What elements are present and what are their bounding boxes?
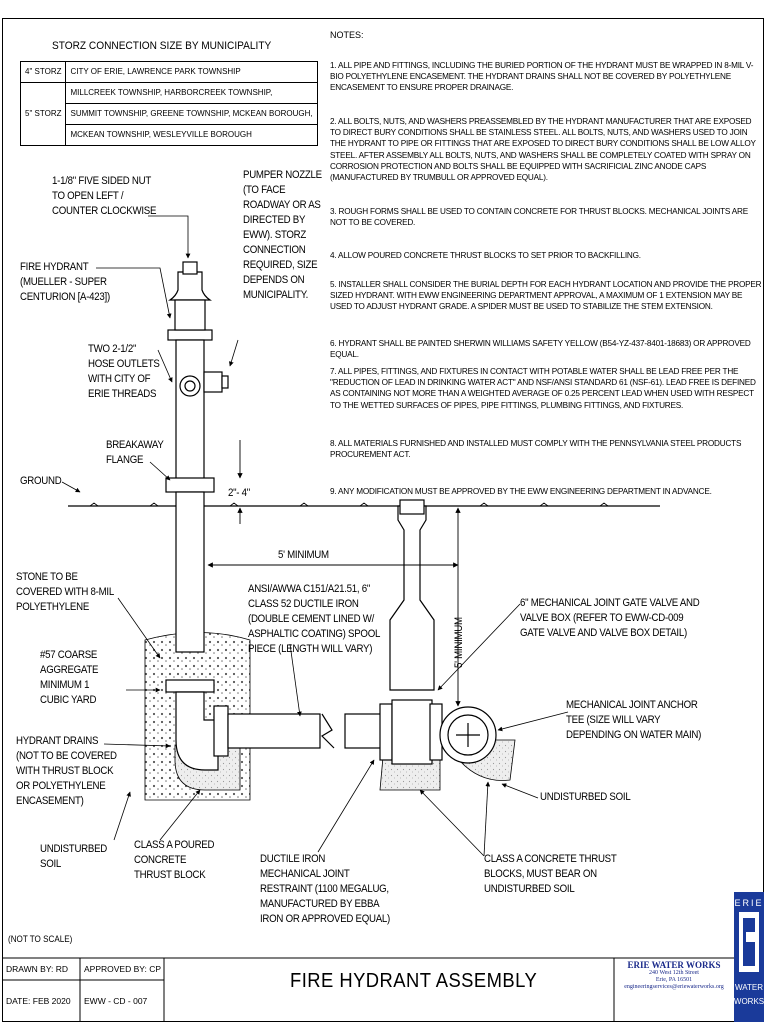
- label-breakaway-flange: BREAKAWAY FLANGE: [106, 439, 164, 466]
- note-3: 3. ROUGH FORMS SHALL BE USED TO CONTAIN …: [330, 207, 749, 228]
- approved-by: APPROVED BY: CP: [84, 964, 161, 974]
- note-1: 1. ALL PIPE AND FITTINGS, INCLUDING THE …: [330, 61, 754, 93]
- label-anchor-tee: MECHANICAL JOINT ANCHOR TEE (SIZE WILL V…: [566, 699, 702, 741]
- firm-address-2: Erie, PA 16501: [655, 977, 693, 983]
- label-gate-valve: 6" MECHANICAL JOINT GATE VALVE AND VALVE…: [520, 597, 700, 639]
- spool-piece: [213, 703, 393, 761]
- label-hose-outlets: TWO 2-1/2" HOSE OUTLETS WITH CITY OF ERI…: [88, 343, 160, 400]
- note-2: 2. ALL BOLTS, NUTS, AND WASHERS PREASSEM…: [330, 117, 756, 183]
- firm-name: ERIE WATER WORKS: [627, 960, 721, 970]
- storz-municipality-cell: MCKEAN TOWNSHIP, WESLEYVILLE BOROUGH: [65, 124, 318, 146]
- table-row: MCKEAN TOWNSHIP, WESLEYVILLE BOROUGH: [21, 124, 318, 146]
- ground-line: [68, 502, 660, 507]
- label-pumper-nozzle: PUMPER NOZZLE (TO FACE ROADWAY OR AS DIR…: [243, 169, 322, 301]
- erie-water-works-logo: ERIE WATER WORKS: [734, 892, 764, 1022]
- storz-table-title: STORZ CONNECTION SIZE BY MUNICIPALITY: [52, 40, 272, 52]
- drawing-title: FIRE HYDRANT ASSEMBLY: [290, 970, 538, 992]
- label-coarse-aggregate: #57 COARSE AGGREGATE MINIMUM 1 CUBIC YAR…: [40, 649, 99, 706]
- table-row: 5" STORZ MILLCREEK TOWNSHIP, HARBORCREEK…: [19, 82, 318, 146]
- label-dim-2-4: 2"- 4": [228, 487, 250, 499]
- note-8: 8. ALL MATERIALS FURNISHED AND INSTALLED…: [330, 439, 742, 460]
- note-7: 7. ALL PIPES, FITTINGS, AND FIXTURES IN …: [330, 367, 756, 410]
- table-row: 4" STORZ CITY OF ERIE, LAWRENCE PARK TOW…: [19, 61, 318, 83]
- drawing-number: EWW - CD - 007: [84, 996, 148, 1006]
- label-ground: GROUND: [20, 475, 62, 487]
- svg-text:ERIE: ERIE: [734, 898, 763, 908]
- label-joint-restraint: DUCTILE IRON MECHANICAL JOINT RESTRAINT …: [260, 853, 391, 925]
- label-spool-piece: ANSI/AWWA C151/A21.51, 6" CLASS 52 DUCTI…: [248, 583, 381, 655]
- note-4: 4. ALLOW POURED CONCRETE THRUST BLOCKS T…: [330, 251, 641, 260]
- label-class-a-thrust-block: CLASS A POURED CONCRETE THRUST BLOCK: [134, 839, 215, 881]
- firm-email: engineeringservices@eriewaterworks.org: [624, 984, 724, 990]
- anchor-tee: [439, 706, 497, 764]
- leader-lines: [61, 215, 569, 857]
- label-undisturbed-soil-left: UNDISTURBED SOIL: [40, 843, 108, 870]
- label-stone-polyethylene: STONE TO BE COVERED WITH 8-MIL POLYETHYL…: [16, 571, 114, 613]
- firm-address-1: 240 West 12th Street: [649, 970, 699, 976]
- not-to-scale-note: (NOT TO SCALE): [8, 934, 73, 944]
- svg-text:WATER: WATER: [735, 983, 763, 992]
- label-five-sided-nut: 1-1/8" FIVE SIDED NUT TO OPEN LEFT / COU…: [52, 175, 157, 217]
- dimension-lines: [207, 440, 461, 707]
- label-5-minimum-horizontal: 5' MINIMUM: [278, 549, 329, 561]
- svg-text:WORKS: WORKS: [734, 997, 764, 1006]
- label-fire-hydrant: FIRE HYDRANT (MUELLER - SUPER CENTURION …: [20, 261, 110, 303]
- note-5: 5. INSTALLER SHALL CONSIDER THE BURIAL D…: [330, 280, 762, 312]
- label-hydrant-drains: HYDRANT DRAINS (NOT TO BE COVERED WITH T…: [16, 735, 117, 807]
- label-undisturbed-soil-right: UNDISTURBED SOIL: [540, 791, 631, 803]
- firm-info: ERIE WATER WORKS 240 West 12th Street Er…: [614, 960, 734, 991]
- label-concrete-thrust-blocks: CLASS A CONCRETE THRUST BLOCKS, MUST BEA…: [484, 853, 617, 895]
- storz-size-cell: 5" STORZ: [19, 82, 67, 146]
- drawn-by: DRAWN BY: RD: [6, 964, 69, 974]
- fire-hydrant: [165, 261, 229, 771]
- notes-heading: NOTES:: [330, 30, 364, 40]
- note-9: 9. ANY MODIFICATION MUST BE APPROVED BY …: [330, 487, 712, 496]
- storz-table: 4" STORZ CITY OF ERIE, LAWRENCE PARK TOW…: [19, 61, 318, 146]
- drawing-date: DATE: FEB 2020: [6, 996, 71, 1006]
- note-6: 6. HYDRANT SHALL BE PAINTED SHERWIN WILL…: [330, 339, 751, 360]
- gate-valve: [389, 499, 443, 765]
- drawing-border: [2, 18, 764, 1022]
